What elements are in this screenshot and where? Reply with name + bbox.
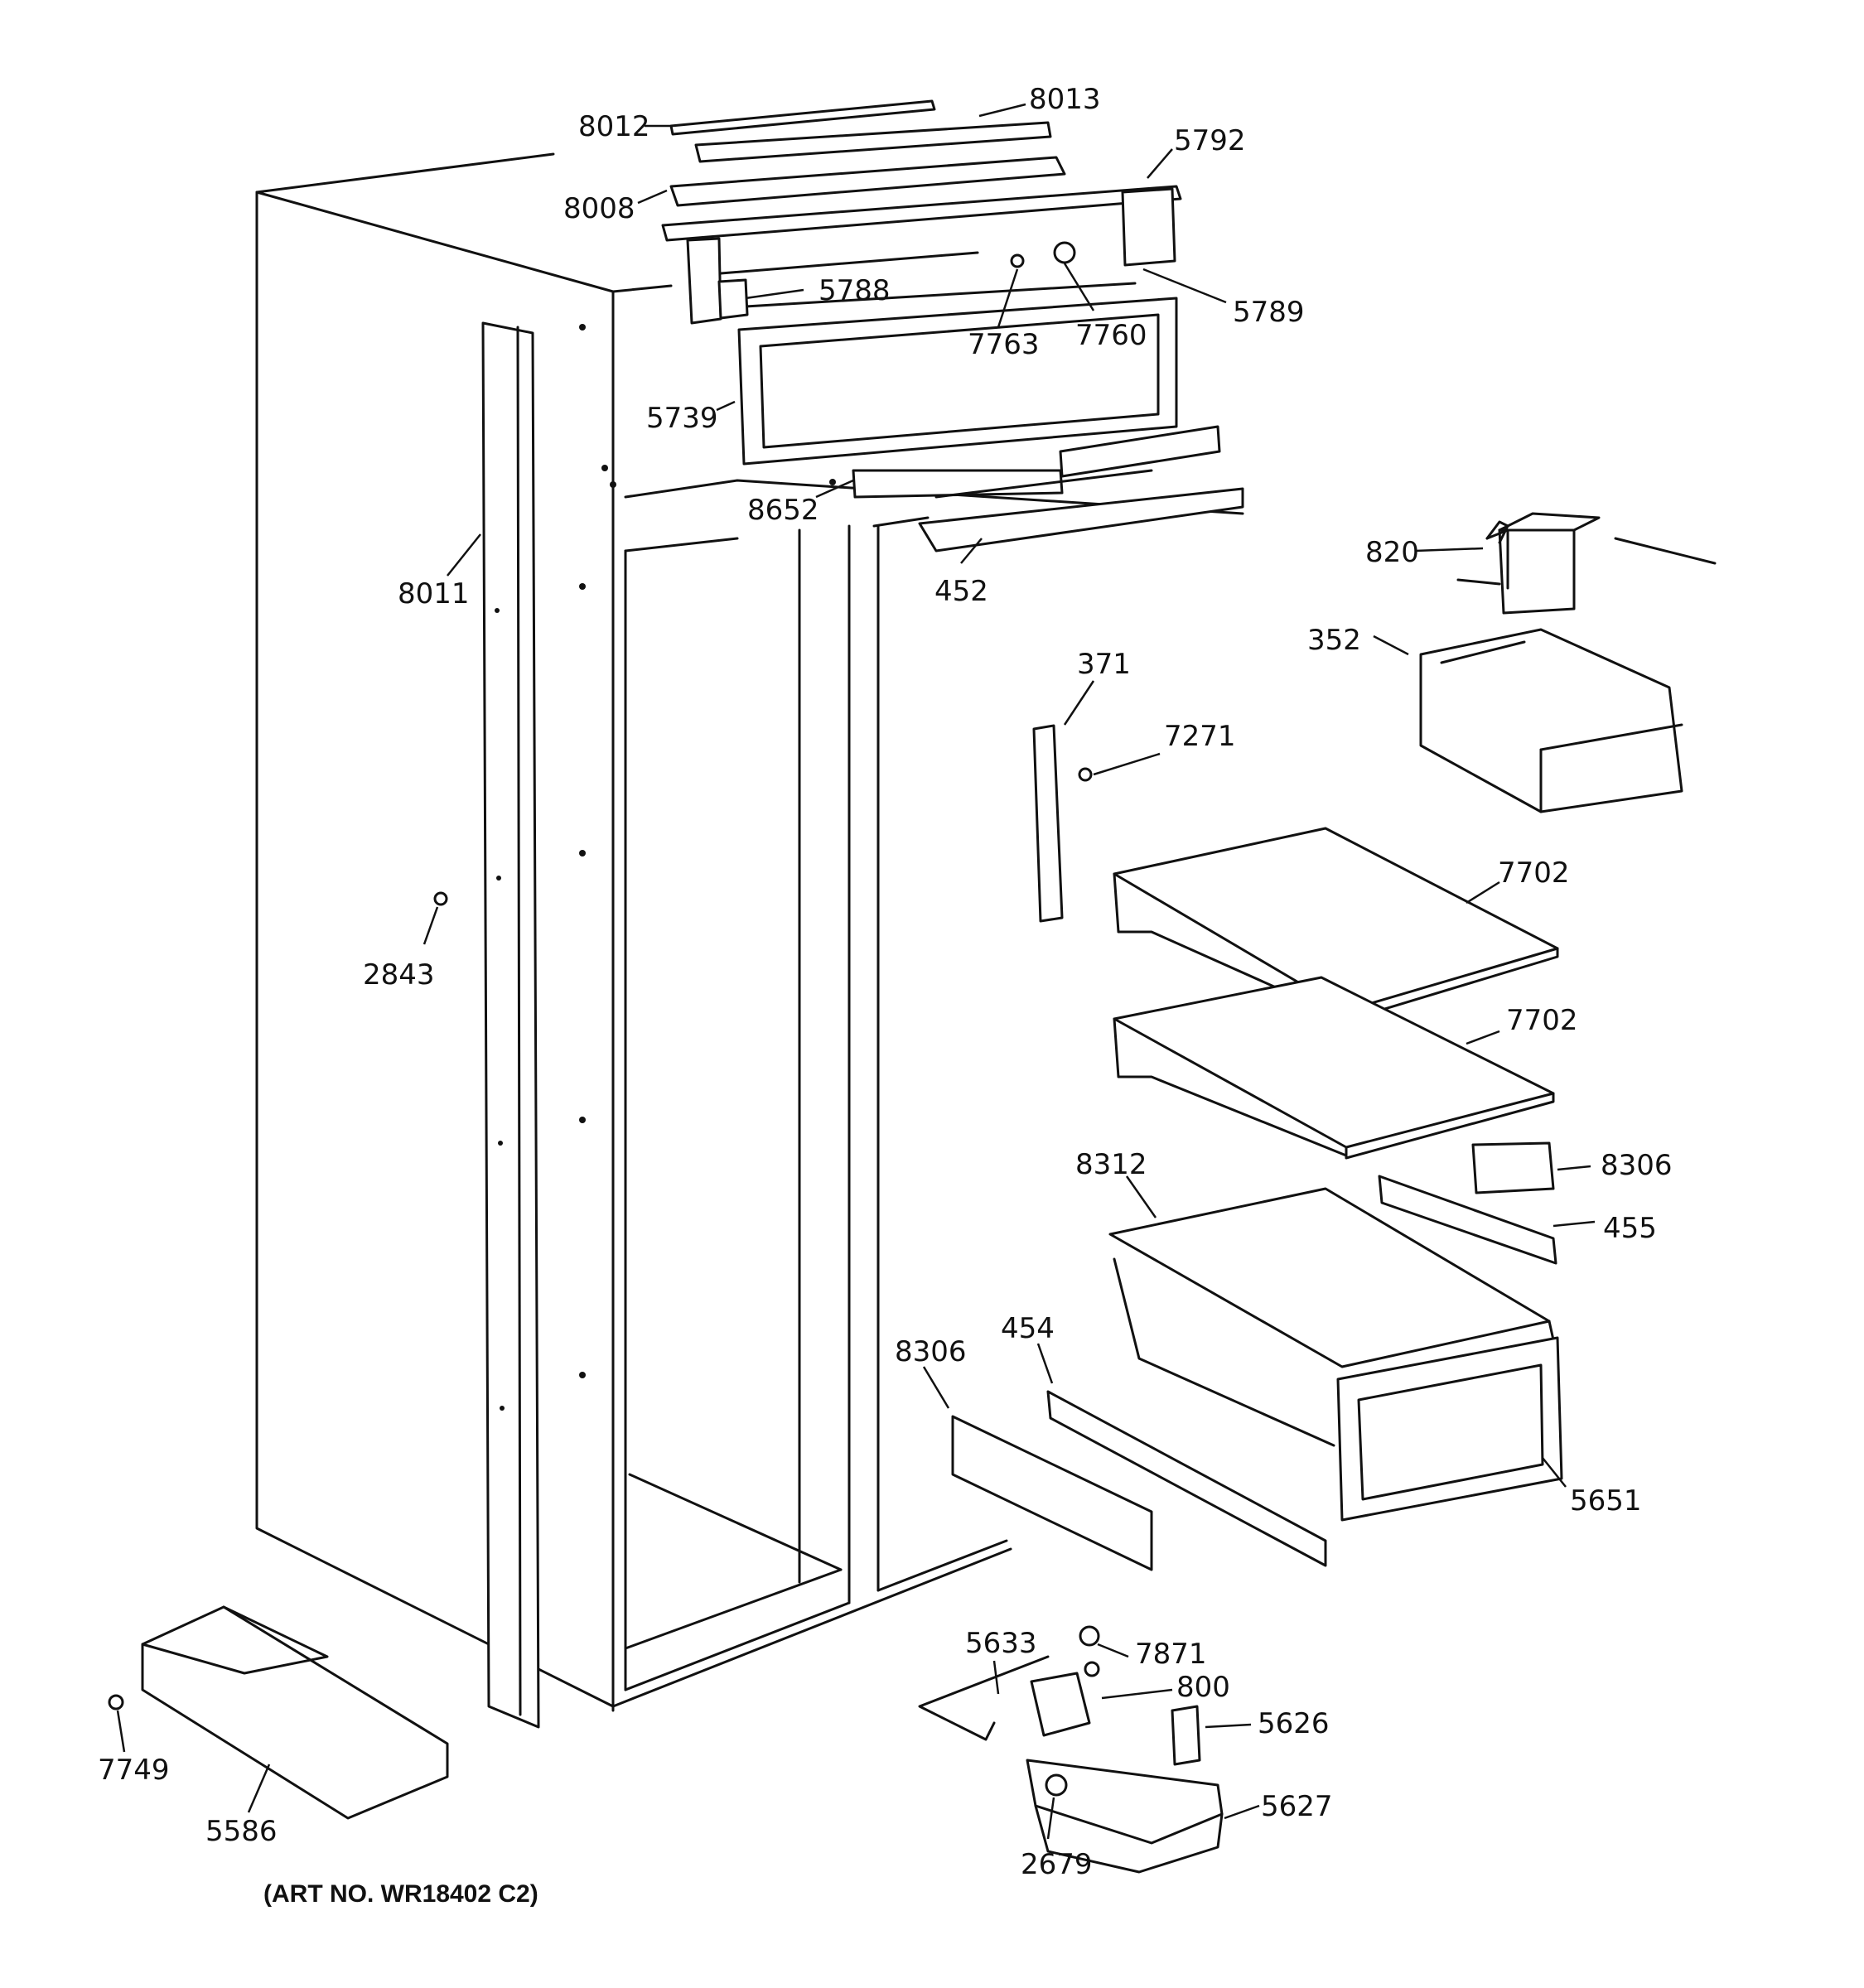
label-2843: 2843 [363,958,435,992]
label-5626: 5626 [1258,1707,1330,1740]
label-452: 452 [934,575,988,608]
part-371-rail [1032,724,1064,923]
label-8008: 8008 [563,192,635,225]
leader-lines [116,103,1596,1840]
part-5633-wire [918,1655,1050,1741]
part-5739-window-frame [737,282,1178,466]
part-352-ice-bin [1419,628,1683,813]
part-8306-rail-lower [951,1415,1153,1571]
part-5627-tray [1026,1759,1224,1874]
label-5792: 5792 [1174,124,1246,157]
part-5586-cover [141,1605,449,1820]
label-8306-lower: 8306 [895,1335,967,1368]
label-352: 352 [1307,624,1361,657]
label-5788: 5788 [819,274,891,307]
part-7871-nut [1079,1625,1100,1677]
label-5739: 5739 [646,402,718,435]
part-8306-rail-upper [1471,1141,1555,1194]
part-5626-bracket [1171,1705,1201,1766]
label-7763: 7763 [968,328,1040,361]
label-7760: 7760 [1075,319,1147,352]
part-5792-top-frame [661,185,1182,325]
label-5627: 5627 [1261,1790,1333,1823]
label-7271: 7271 [1164,720,1236,753]
label-5651: 5651 [1570,1484,1642,1518]
part-452-rail [918,469,1244,552]
part-7702-shelf-lower [1113,976,1555,1160]
label-455: 455 [1603,1212,1657,1245]
label-8306-upper: 8306 [1601,1149,1673,1182]
part-8011-side-trim [481,321,540,1729]
label-800: 800 [1176,1671,1230,1704]
part-7702-shelf-upper [1113,827,1559,1022]
part-455-slide [1378,1175,1557,1265]
part-5651-drawer-front [1336,1336,1563,1522]
part-7760-knob [1053,241,1076,264]
label-2679: 2679 [1021,1848,1093,1881]
label-7702-lower: 7702 [1506,1004,1578,1037]
part-800-valve [1030,1672,1091,1737]
part-8008-strip [669,156,1066,207]
label-371: 371 [1077,648,1131,681]
part-7271-screw [1078,767,1093,782]
part-5788-hinge [717,278,749,320]
part-820-icemaker [1456,512,1717,615]
cabinet [255,152,1244,1712]
label-7702-upper: 7702 [1498,856,1570,890]
part-2843-screw [433,891,448,906]
part-454-slide [1046,1390,1327,1567]
part-7763-screw [1010,253,1025,268]
art-number: (ART NO. WR18402 C2) [263,1880,538,1908]
label-7871: 7871 [1135,1638,1207,1671]
part-labels: 8012 8013 5792 8008 5788 5789 7763 7760 … [98,83,1673,1908]
part-2679-nut [1045,1773,1068,1797]
label-8011: 8011 [398,577,470,610]
label-454: 454 [1001,1312,1055,1345]
label-8012: 8012 [578,110,650,143]
label-7749: 7749 [98,1754,170,1787]
label-8013: 8013 [1029,83,1101,116]
label-5586: 5586 [205,1815,278,1848]
label-5789: 5789 [1233,296,1305,329]
part-8013-strip [694,121,1052,163]
label-8312: 8312 [1075,1148,1147,1181]
part-8652-vent-strip [852,425,1221,499]
part-8012-strip [669,99,936,136]
label-820: 820 [1365,536,1419,569]
label-8652: 8652 [747,494,819,527]
part-7749-pin [108,1694,124,1711]
label-5633: 5633 [965,1627,1037,1660]
